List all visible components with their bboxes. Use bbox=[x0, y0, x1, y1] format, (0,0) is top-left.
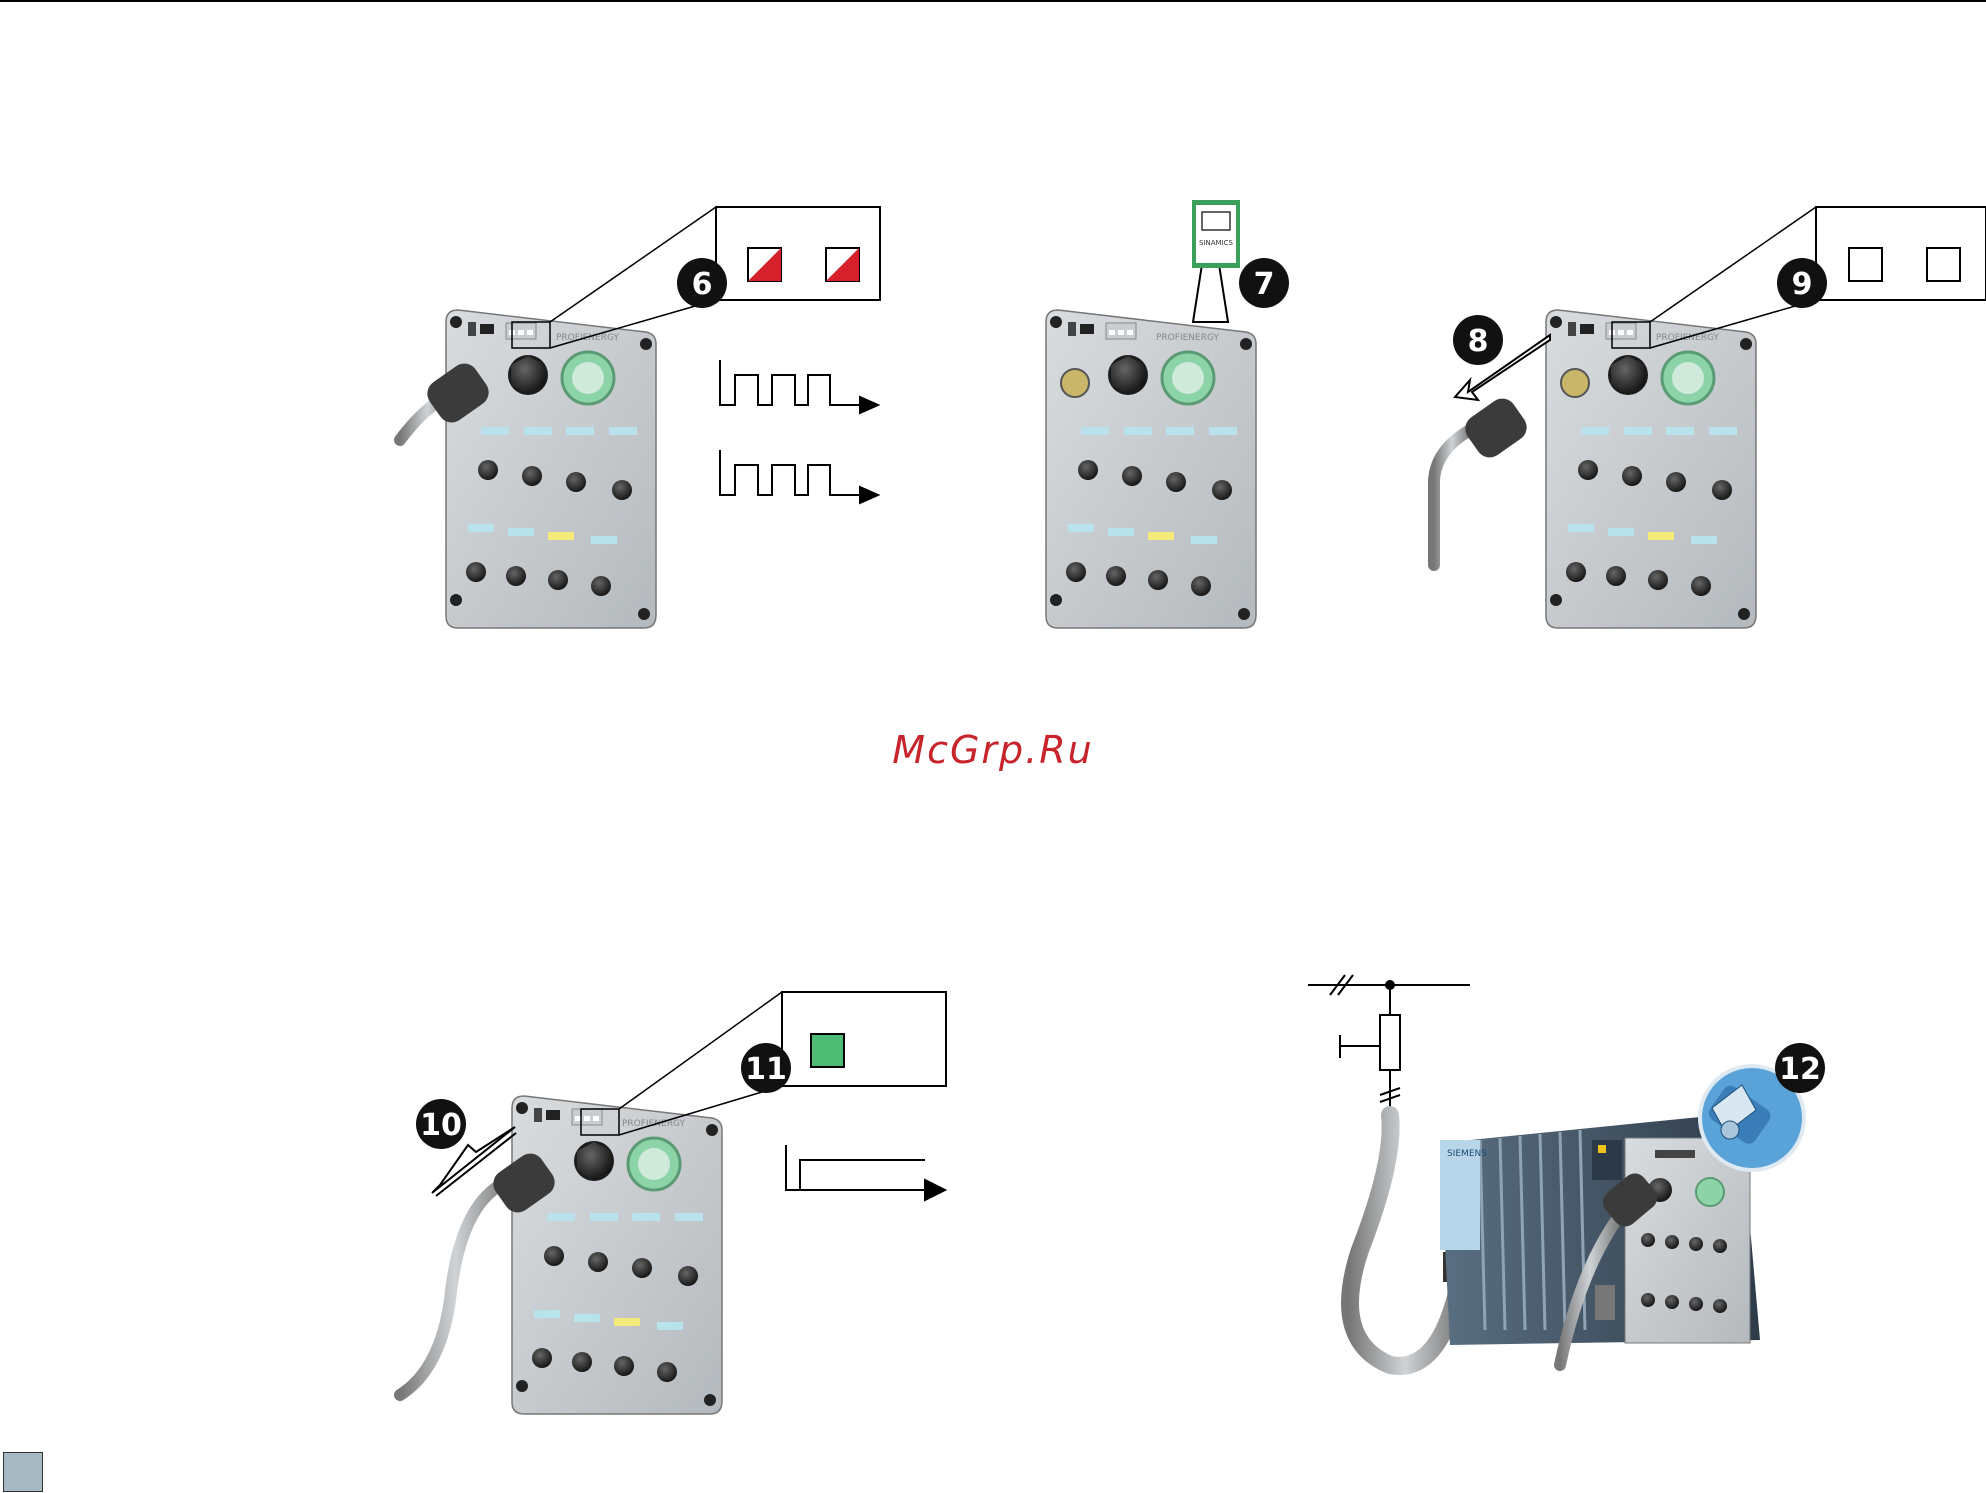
step-number-12: 12 bbox=[1779, 1052, 1821, 1087]
led-green-icon bbox=[811, 1034, 844, 1067]
step-6-group: 6 bbox=[400, 207, 880, 628]
led-off-icon bbox=[1927, 248, 1960, 281]
step-number-10: 10 bbox=[420, 1108, 462, 1143]
step-7-group: SINAMICS 7 bbox=[1046, 200, 1289, 628]
step-number-7: 7 bbox=[1254, 267, 1275, 302]
legend-swatch bbox=[3, 1452, 43, 1492]
fault-led-red-icon bbox=[748, 248, 781, 281]
step-number-6: 6 bbox=[692, 267, 713, 302]
brand-label: SIEMENS bbox=[1447, 1149, 1487, 1159]
fault-led-red-icon bbox=[826, 248, 859, 281]
step-8-9-group: 8 9 bbox=[1434, 207, 1986, 628]
svg-text:SINAMICS: SINAMICS bbox=[1199, 239, 1234, 247]
step-number-8: 8 bbox=[1468, 324, 1489, 359]
steady-signal-icon bbox=[786, 1145, 945, 1200]
watermark: McGrp.Ru bbox=[0, 728, 1986, 772]
step-12-group: SIEMENS 12 bbox=[1308, 975, 1825, 1366]
memory-card-icon: SINAMICS bbox=[1192, 200, 1240, 268]
step-number-9: 9 bbox=[1792, 267, 1813, 302]
step-number-11: 11 bbox=[745, 1052, 787, 1087]
led-off-icon bbox=[1849, 248, 1882, 281]
flashing-signal-icon bbox=[720, 360, 878, 503]
step-10-11-group: 10 11 bbox=[400, 992, 946, 1414]
